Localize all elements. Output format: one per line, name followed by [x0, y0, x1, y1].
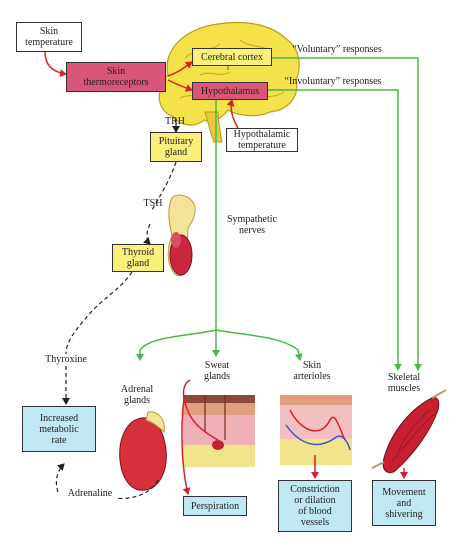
- arrow-skin-temp-to-receptors: [44, 51, 67, 78]
- skin-thermoreceptors-box: Skin thermoreceptors: [66, 62, 166, 92]
- constriction-dilation-box: Constriction or dilation of blood vessel…: [278, 480, 352, 532]
- thyroid-icon: [167, 194, 196, 277]
- thyroxine-label: Thyroxine: [45, 354, 87, 365]
- adrenaline-label: Adrenaline: [67, 488, 113, 499]
- tsh-arrow: [142, 223, 151, 245]
- tsh-label: TSH: [143, 198, 163, 209]
- skin-arterioles-label: Skin arterioles: [293, 360, 331, 382]
- increased-metabolic-rate-box: Increased metabolic rate: [22, 406, 96, 452]
- thyroxine-pathway: [65, 271, 133, 355]
- arrow-to-perspiration: [181, 397, 191, 495]
- sweat-gland-skin-icon: [183, 395, 255, 467]
- involuntary-pathway: [268, 89, 402, 371]
- branch-adrenal: [136, 329, 217, 361]
- arrow-receptors-to-hypothalamus: [167, 79, 193, 92]
- branch-arterioles: [215, 329, 303, 361]
- hypothalamic-temperature-box: Hypothalamic temperature: [226, 128, 298, 152]
- tsh-pathway: [151, 161, 177, 211]
- skin-temperature-box: Skin temperature: [16, 22, 82, 52]
- skeletal-muscles-label: Skeletal muscles: [387, 372, 421, 394]
- sweat-glands-label: Sweat glands: [203, 360, 231, 382]
- adrenaline-pathway: [115, 479, 159, 500]
- movement-shivering-box: Movement and shivering: [372, 480, 436, 526]
- adrenal-glands-label: Adrenal glands: [120, 384, 154, 406]
- cerebral-cortex-box: Cerebral cortex: [192, 48, 272, 66]
- voluntary-pathway: [272, 57, 422, 371]
- skin-arterioles-icon: [280, 395, 352, 465]
- hypothalamus-box: Hypothalamus: [192, 82, 268, 100]
- involuntary-responses-label: “Involuntary” responses: [284, 76, 382, 87]
- adrenaline-arrow: [55, 463, 65, 493]
- trh-label: TRH: [165, 116, 185, 127]
- perspiration-box: Perspiration: [183, 496, 247, 516]
- arrow-receptors-to-cortex: [167, 61, 193, 77]
- thyroid-gland-box: Thyroid gland: [112, 244, 164, 272]
- sympathetic-nerves-label: Sympathetic nerves: [227, 214, 277, 236]
- pituitary-gland-box: Pituitary gland: [150, 132, 202, 162]
- adrenal-gland-icon: [119, 411, 167, 491]
- arrow-hypothalamic-temp: [226, 99, 239, 129]
- voluntary-responses-label: “Voluntary” responses: [292, 44, 382, 55]
- skeletal-muscle-icon: [371, 389, 447, 474]
